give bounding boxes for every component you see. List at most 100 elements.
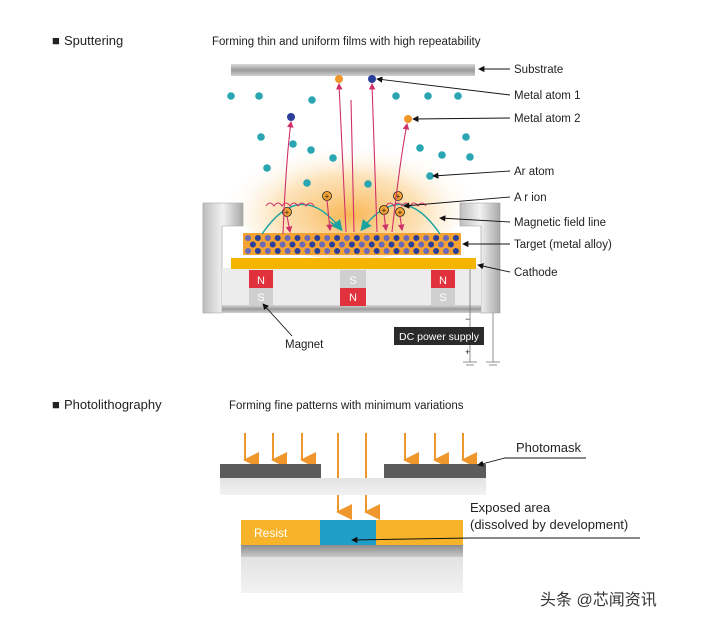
target-atom [403, 248, 410, 254]
target-atom [447, 241, 454, 248]
ar-atom [307, 146, 315, 154]
resist-left [241, 520, 320, 545]
sputtering-subtitle: Forming thin and uniform films with high… [212, 36, 481, 48]
target-atom [259, 241, 266, 248]
minus-sign: − [465, 314, 470, 324]
target-atom [353, 248, 360, 254]
target-atom [304, 235, 311, 241]
ar-atom [308, 96, 316, 104]
target-atom [284, 248, 291, 254]
target-atom [433, 248, 440, 254]
photo-leader-lines [351, 457, 640, 544]
target-atom [388, 241, 395, 248]
resist-right [376, 520, 463, 545]
target-atom [383, 235, 390, 241]
svg-text:N: N [439, 275, 447, 287]
label-substrate: Substrate [514, 64, 563, 76]
target-atom [284, 235, 291, 241]
ar-atom [329, 154, 337, 162]
label-ar-atom: Ar atom [514, 166, 554, 178]
photomask-substrate [220, 478, 486, 495]
target-atom [363, 235, 370, 241]
svg-text:+: + [398, 208, 403, 217]
target-atom [289, 241, 296, 248]
wafer-film [241, 545, 463, 557]
ar-atom [303, 179, 311, 187]
ar-atom [289, 140, 297, 148]
ar-atoms [227, 92, 474, 188]
ar-atom [466, 153, 474, 161]
magnet-right: N S [431, 270, 455, 306]
target-atom [408, 241, 415, 248]
label-cathode: Cathode [514, 267, 557, 279]
svg-text:+: + [382, 206, 387, 215]
ar-atom [454, 92, 462, 100]
ar-atom [257, 133, 265, 141]
light-arrows [243, 433, 477, 520]
target-atoms [245, 235, 459, 254]
target-atom [393, 248, 400, 254]
power-supply-label: DC power supply [399, 331, 480, 343]
label-exposed-area-note: (dissolved by development) [470, 517, 628, 532]
target-atom [348, 241, 355, 248]
target-atom [438, 241, 444, 248]
label-metal-atom-2: Metal atom 2 [514, 113, 580, 125]
target-atom [324, 235, 331, 241]
target-atom [334, 248, 341, 254]
power-supply-box [394, 327, 484, 345]
metal-atom-1-mid [287, 113, 295, 121]
resist-label: Resist [254, 526, 288, 540]
ar-atom [462, 133, 470, 141]
photomask-chrome-right [384, 464, 486, 478]
target-atom [329, 241, 336, 248]
target-atom [413, 235, 420, 241]
target-atom [452, 248, 459, 254]
target-atom [249, 241, 256, 248]
leader-lines [262, 65, 511, 337]
target-atom [428, 241, 435, 248]
label-magnet: Magnet [285, 339, 324, 351]
label-exposed-area: Exposed area [470, 500, 551, 515]
target-atom [264, 235, 271, 241]
photolithography-heading: Photolithography [64, 397, 162, 412]
target-atom [264, 248, 271, 254]
target-atom [353, 235, 360, 241]
sputtering-bullet: ■ [52, 33, 60, 48]
target-atom [279, 241, 286, 248]
target-atom [245, 248, 251, 254]
target-atom [358, 241, 365, 248]
target-atom [294, 235, 301, 241]
photolithography-bullet: ■ [52, 397, 60, 412]
target-atom [423, 248, 430, 254]
target-atom [254, 248, 261, 254]
watermark: 头条 @芯闻资讯 [540, 591, 657, 609]
svg-text:+: + [396, 192, 401, 201]
target-atom [418, 241, 425, 248]
cathode [231, 258, 476, 269]
target-atom [294, 248, 301, 254]
target-atom [274, 235, 281, 241]
target-atom [319, 241, 326, 248]
ar-atom [255, 92, 263, 100]
metal-atom-1-top [368, 75, 376, 83]
substrate [231, 64, 475, 76]
target-atom [274, 248, 281, 254]
target-atom [443, 248, 449, 254]
svg-text:+: + [285, 208, 290, 217]
svg-text:S: S [257, 292, 264, 304]
ar-atom [392, 92, 400, 100]
photolithography-subtitle: Forming fine patterns with minimum varia… [229, 400, 464, 412]
ar-atom [424, 92, 432, 100]
target-atom [269, 241, 276, 248]
label-photomask: Photomask [516, 440, 582, 455]
ar-atom [364, 180, 372, 188]
ar-atom [263, 164, 271, 172]
target-atom [314, 235, 321, 241]
target-atom [324, 248, 331, 254]
target-atom [373, 235, 380, 241]
wafer [241, 557, 463, 593]
magnetic-field-lines [261, 203, 441, 235]
target-atom [378, 241, 385, 248]
label-ar-ion: A r ion [514, 192, 547, 204]
